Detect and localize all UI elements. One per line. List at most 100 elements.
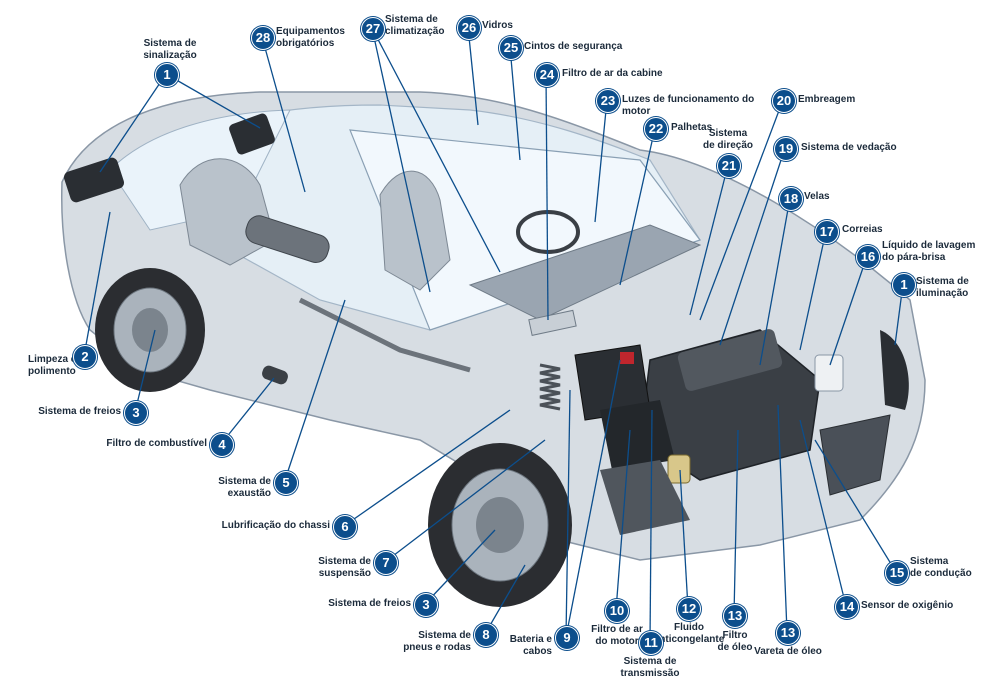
fuel-filter (262, 365, 288, 385)
leader-8 (484, 564, 526, 635)
badge-conducao: 15 (885, 561, 909, 585)
badge-bateria: 9 (555, 626, 579, 650)
leader-10 (615, 429, 631, 611)
label-climatizacao: Sistema de climatização (385, 14, 445, 37)
engine-bay (539, 329, 844, 535)
label-pneus: Sistema de pneus e rodas (403, 630, 471, 653)
badge-vedacao: 19 (774, 137, 798, 161)
badge-equipamentos: 28 (251, 26, 275, 50)
washer-reservoir (814, 354, 844, 392)
label-equipamentos: Equipamentos obrigatórios (276, 26, 345, 49)
leader-27-a (371, 27, 501, 273)
label-luzes: Luzes de funcionamento do motor (622, 94, 755, 117)
front-seat (379, 170, 451, 291)
badge-transmissao: 11 (639, 631, 663, 655)
label-cintos: Cintos de segurança (524, 41, 623, 52)
label-direcao: Sistema de direção (702, 128, 754, 151)
third-brake-light (229, 113, 275, 155)
label-vareta: Vareta de óleo (754, 646, 822, 657)
coolant-reservoir (667, 454, 691, 484)
rear-light (63, 157, 125, 203)
leader-4 (220, 377, 275, 445)
label-vidros: Vidros (482, 20, 513, 31)
badge-embreagem: 20 (772, 89, 796, 113)
label-filtro-cabine: Filtro de ar da cabine (562, 68, 663, 79)
leader-27-b (371, 27, 431, 293)
badge-climatizacao: 27 (361, 17, 385, 41)
leader-9-a (565, 389, 571, 638)
leader-lines (83, 26, 904, 643)
badge-pneus: 8 (474, 623, 498, 647)
leader-5 (284, 299, 346, 481)
badge-filtro-motor: 10 (605, 599, 629, 623)
leader-21 (689, 164, 729, 316)
coil-spring (539, 363, 561, 411)
leader-6 (343, 409, 511, 527)
front-brake-disc (476, 497, 524, 553)
badge-anticongelante: 12 (677, 597, 701, 621)
label-anticongelante: Fluido anticongelante (653, 622, 725, 645)
badge-exaustao: 5 (274, 471, 298, 495)
badge-palhetas: 22 (644, 117, 668, 141)
label-vedacao: Sistema de vedação (801, 142, 897, 153)
leader-25 (509, 46, 521, 161)
badge-sinalizacao: 1 (155, 63, 179, 87)
exhaust-pipe (298, 297, 471, 373)
leader-12 (679, 469, 689, 609)
label-conducao: Sistema de condução (910, 556, 972, 579)
leader-19 (719, 147, 786, 346)
badge-freios-dianteiro: 3 (414, 593, 438, 617)
label-iluminacao: Sistema de iluminação (916, 276, 969, 299)
leader-28 (261, 36, 306, 193)
rear-brake-disc (132, 308, 168, 352)
badge-combustivel: 4 (210, 433, 234, 457)
leader-2 (83, 211, 111, 357)
leader-15 (814, 439, 897, 573)
leader-13-filtro (733, 429, 739, 616)
dashboard (468, 224, 702, 321)
front-wheel (428, 443, 572, 607)
leader-13-vareta (777, 404, 788, 633)
cabin-air-filter (528, 309, 577, 336)
leader-24 (545, 73, 549, 321)
label-freios-dianteiro: Sistema de freios (328, 598, 411, 609)
badge-cintos: 25 (499, 36, 523, 60)
label-suspensao: Sistema de suspensão (318, 556, 371, 579)
leader-1-sinalizacao-b (165, 73, 261, 129)
label-correias: Correias (842, 224, 883, 235)
leader-3-rear (134, 329, 156, 413)
leader-26 (467, 26, 479, 126)
muffler (245, 215, 330, 263)
leader-11 (649, 409, 653, 643)
badge-vareta: 13 (776, 621, 800, 645)
label-transmissao: Sistema de transmissão (620, 656, 680, 679)
label-combustivel: Filtro de combustível (106, 438, 207, 449)
label-filtro-oleo: Filtro de óleo (717, 630, 753, 653)
label-embreagem: Embreagem (798, 94, 856, 105)
badge-lavagem: 16 (856, 245, 880, 269)
label-palhetas: Palhetas (671, 122, 713, 133)
leader-23 (594, 99, 608, 223)
badge-lubrificacao: 6 (333, 515, 357, 539)
headlight (880, 330, 909, 410)
leader-9-b (565, 359, 621, 638)
leader-18 (759, 197, 791, 366)
label-exaustao: Sistema de exaustão (218, 476, 271, 499)
badge-filtro-oleo: 13 (723, 604, 747, 628)
badge-filtro-cabine: 24 (535, 63, 559, 87)
leader-16 (829, 255, 868, 366)
leader-20 (699, 99, 784, 321)
leader-7 (384, 439, 546, 563)
leader-1-sinalizacao-a (99, 73, 167, 173)
rear-wheel (95, 268, 205, 392)
leader-3-front (424, 529, 496, 605)
badge-limpeza: 2 (73, 345, 97, 369)
badge-vidros: 26 (457, 16, 481, 40)
transmission-case (600, 460, 690, 535)
intake-manifold (677, 329, 783, 391)
label-bateria: Bateria e cabos (509, 634, 552, 657)
battery-terminal (620, 352, 634, 364)
badge-luzes: 23 (596, 89, 620, 113)
label-velas: Velas (804, 191, 830, 202)
front-grille (819, 414, 891, 496)
